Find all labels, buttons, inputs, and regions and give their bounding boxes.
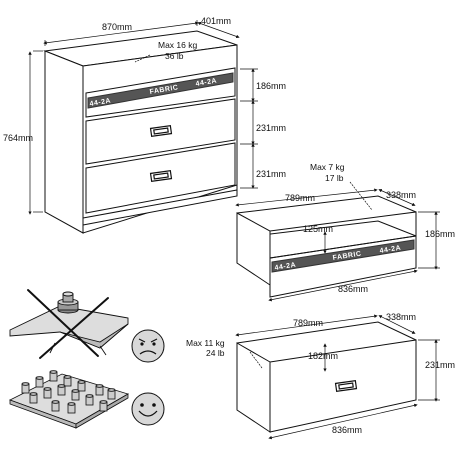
large-drawer-handle <box>334 379 358 393</box>
large-drawer-max-load-lb: 24 lb <box>206 348 225 358</box>
cabinet-depth-text: 401mm <box>201 16 231 26</box>
cabinet-height-text: 764mm <box>3 133 33 143</box>
cabinet-handle-2 <box>149 124 173 138</box>
cabinet-max-load-lb: 36 lb <box>165 51 184 61</box>
small-drawer-height: 186mm <box>425 229 455 239</box>
cabinet-drawer3-height: 231mm <box>256 169 286 179</box>
happy-face-icon <box>131 392 165 426</box>
small-drawer-inner-width: 789mm <box>285 193 315 203</box>
cabinet-label-right: 44-2A <box>195 78 217 88</box>
large-drawer-inner-depth: 338mm <box>386 312 416 322</box>
small-drawer-inner-height: 125mm <box>303 224 333 234</box>
cabinet-width-text: 870mm <box>102 22 132 32</box>
small-drawer-max-load: Max 7 kg <box>310 162 345 172</box>
cabinet-label-mid: FABRIC <box>149 84 179 96</box>
large-drawer-inner-width: 789mm <box>293 318 323 328</box>
crossed-out-icon <box>27 289 109 359</box>
small-drawer-max-load-lb: 17 lb <box>325 173 344 183</box>
cabinet-max-load: Max 16 kg <box>158 40 197 50</box>
small-drawer-label-left: 44-2A <box>274 262 296 272</box>
cabinet-drawer2-height: 231mm <box>256 123 286 133</box>
small-drawer-label-right: 44-2A <box>379 245 401 255</box>
large-drawer-max-load: Max 11 kg <box>186 338 225 348</box>
large-drawer-width: 836mm <box>332 425 362 435</box>
cabinet <box>43 30 238 234</box>
large-drawer-height: 231mm <box>425 360 455 370</box>
large-drawer-inner-height: 182mm <box>308 351 338 361</box>
correct-load-illustration <box>8 370 129 429</box>
cabinet-label-left: 44-2A <box>89 98 111 108</box>
cabinet-drawer1-height: 186mm <box>256 81 286 91</box>
small-drawer-label-mid: FABRIC <box>332 251 362 262</box>
small-weights <box>21 370 116 414</box>
cabinet-handle-3 <box>149 169 173 183</box>
small-drawer-inner-depth: 338mm <box>386 190 416 200</box>
cabinet-depth-line <box>197 21 240 39</box>
small-drawer-width: 836mm <box>338 284 368 294</box>
large-drawer <box>236 321 417 433</box>
cabinet-width-line <box>43 21 199 45</box>
wrong-load-illustration <box>9 291 129 356</box>
sad-face-icon <box>131 329 165 363</box>
